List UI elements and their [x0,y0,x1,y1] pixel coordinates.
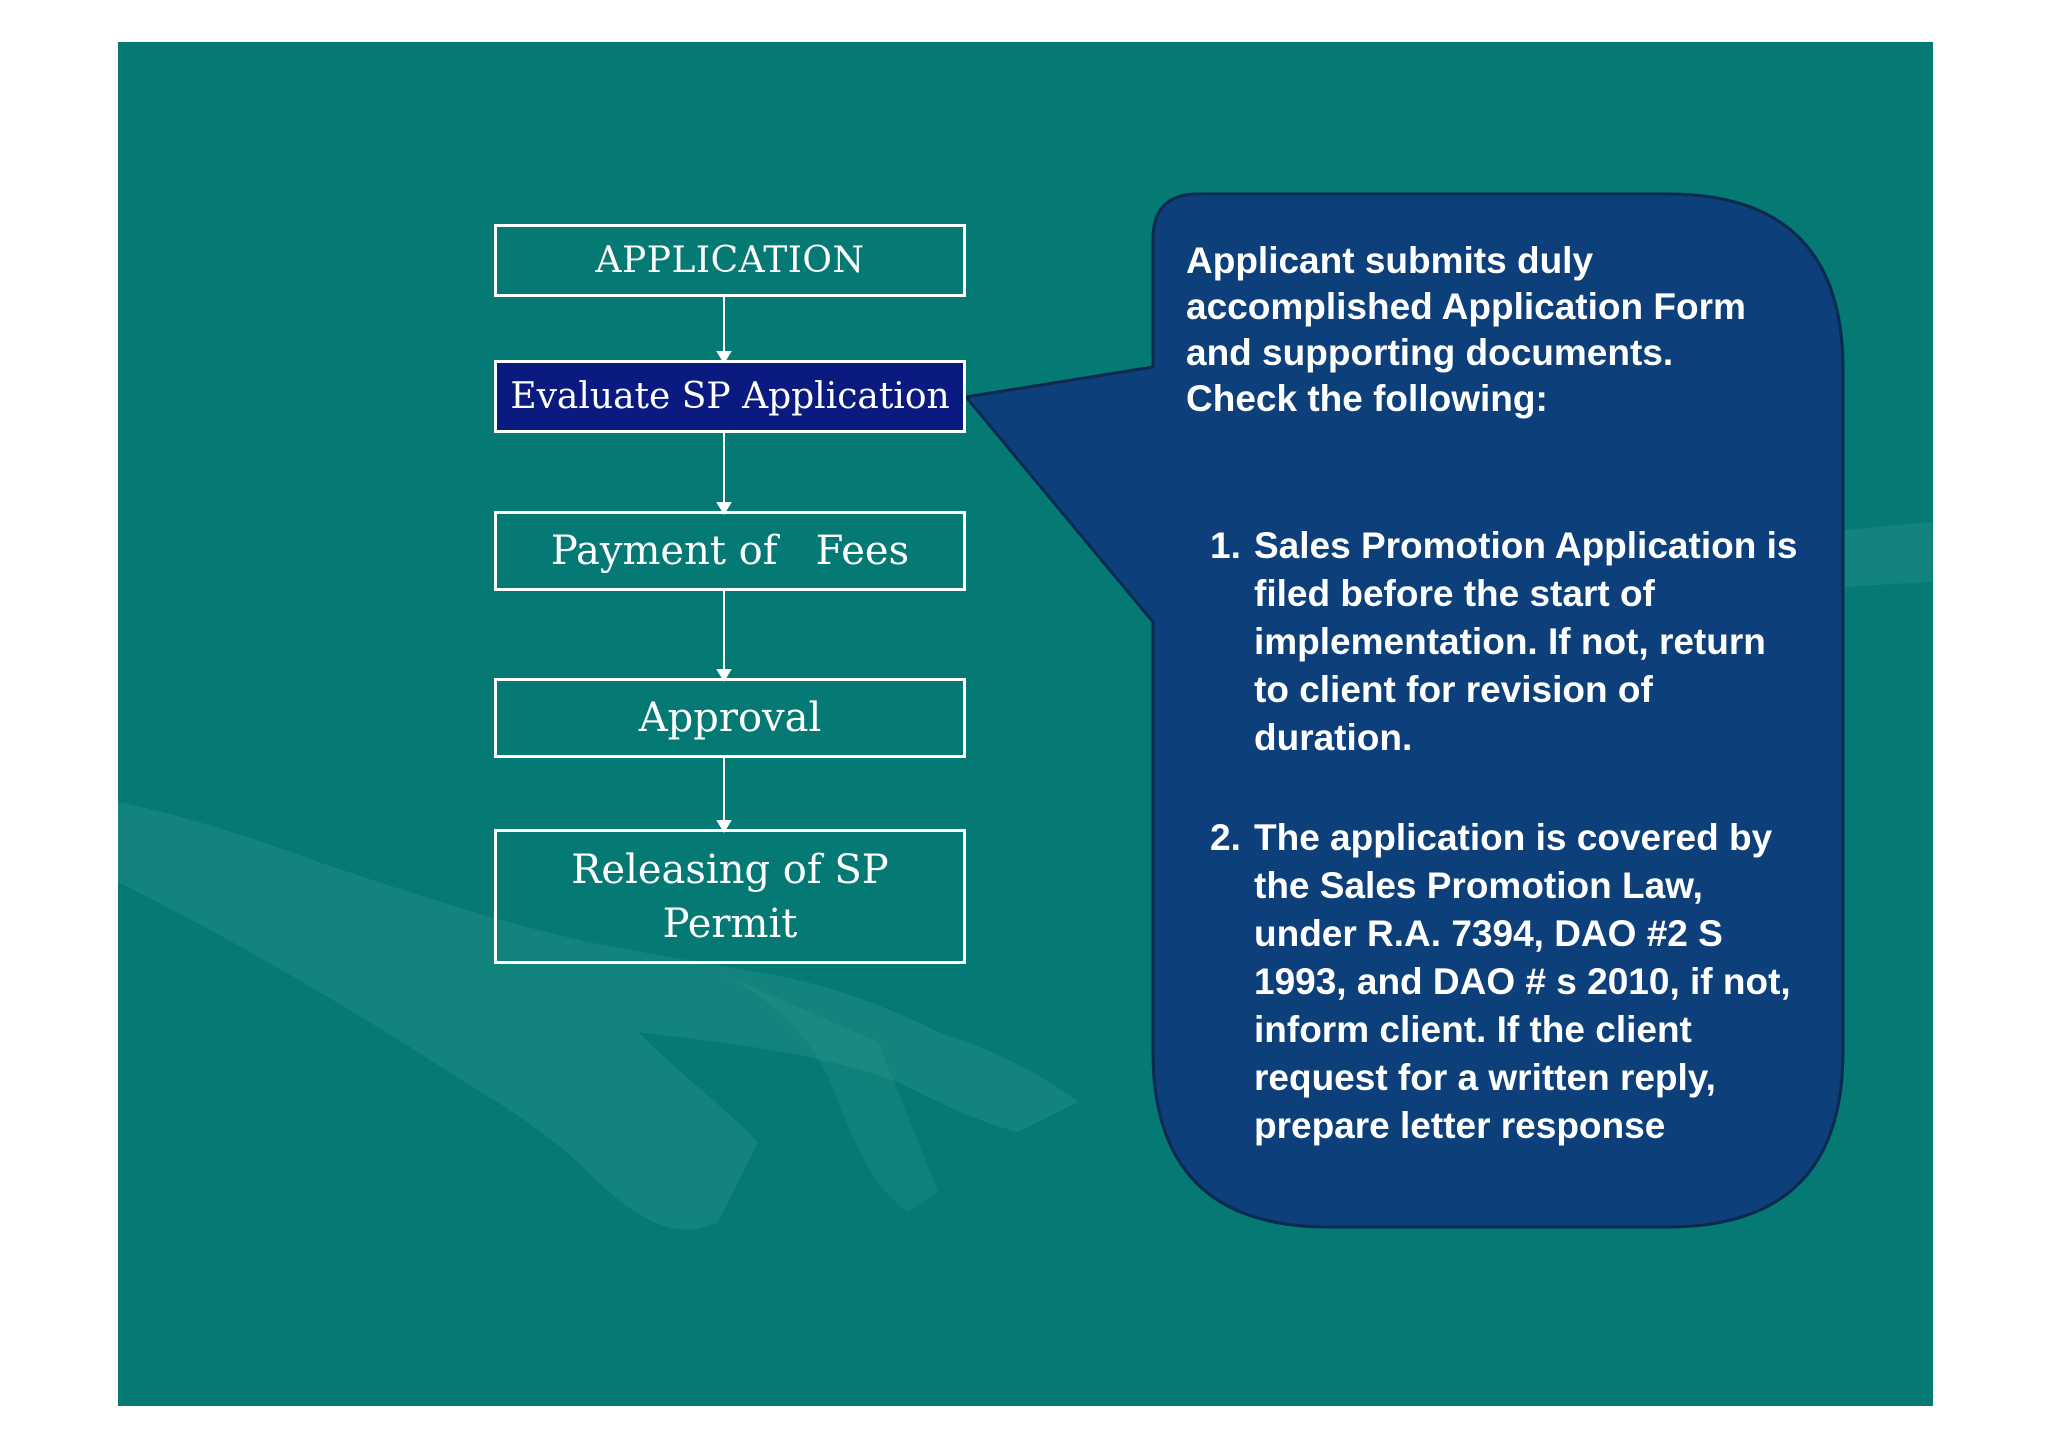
step-label: Evaluate SP Application [510,376,950,417]
item-number: 2. [1210,817,1241,858]
arrowhead-3 [716,669,732,682]
slide: APPLICATION Evaluate SP Application Paym… [118,42,1933,1406]
item-text: Sales Promotion Application is filed bef… [1254,525,1798,758]
step-approval: Approval [494,678,966,758]
step-releasing: Releasing of SP Permit [494,829,966,964]
step-application: APPLICATION [494,224,966,297]
step-label: Approval [638,695,822,741]
step-label: APPLICATION [595,240,865,281]
item-number: 1. [1210,525,1241,566]
step-label: Payment of Fees [550,528,910,574]
callout-item-2: 2. The application is covered by the Sal… [1210,814,1810,1150]
callout-bubble [963,192,1845,1229]
step-evaluate: Evaluate SP Application [494,360,966,433]
callout-intro: Applicant submits duly accomplished Appl… [1186,240,1746,419]
flowchart-connectors [716,192,1845,1229]
arrowhead-4 [716,820,732,833]
step-label: Releasing of SP Permit [571,846,889,947]
arrowhead-1 [716,351,732,364]
step-payment: Payment of Fees [494,511,966,591]
arrowhead-2 [716,502,732,515]
item-text: The application is covered by the Sales … [1254,817,1791,1146]
callout-item-1: 1. Sales Promotion Application is filed … [1210,522,1810,762]
